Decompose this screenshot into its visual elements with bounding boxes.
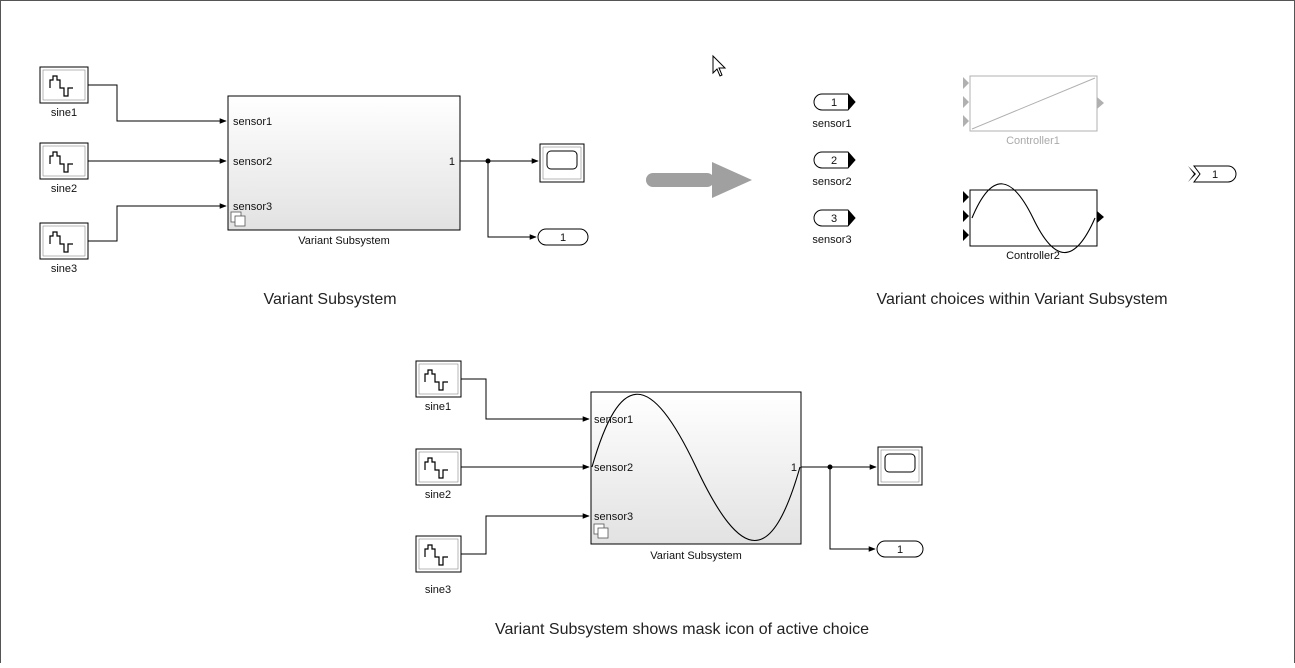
input-port-label: sensor3: [233, 201, 272, 213]
sine-block-3[interactable]: sine3: [39, 222, 89, 275]
controller1-label: Controller1: [1006, 135, 1060, 147]
top-right-model: 1 sensor1 2 sensor2 3 sensor3 Controller…: [812, 75, 1237, 308]
top-left-model: sine1 sine2 sine3 sensor1 sensor2 sensor…: [39, 66, 589, 308]
subsystem-name: Variant Subsystem: [650, 550, 742, 562]
scope-block[interactable]: [539, 143, 585, 183]
sine-label: sine1: [51, 107, 77, 119]
inport-label: sensor2: [812, 176, 851, 188]
sine-label: sine2: [425, 489, 451, 501]
inport-label: sensor1: [812, 118, 851, 130]
signal-line[interactable]: [88, 84, 227, 124]
signal-line[interactable]: [461, 513, 590, 555]
input-port-label: sensor1: [594, 414, 633, 426]
input-port-label: sensor2: [594, 462, 633, 474]
input-port-label: sensor3: [594, 511, 633, 523]
outport-number: 1: [897, 544, 903, 556]
inport-block[interactable]: 3 sensor3: [812, 209, 856, 246]
output-port-label: 1: [791, 462, 797, 474]
signal-line[interactable]: [829, 467, 876, 552]
sine-block-2[interactable]: sine2: [415, 448, 462, 501]
outport-block[interactable]: 1: [537, 228, 589, 246]
caption-top-left: Variant Subsystem: [263, 291, 396, 308]
variant-icon: [230, 211, 246, 227]
sine-label: sine3: [51, 263, 77, 275]
subsystem-name: Variant Subsystem: [298, 235, 390, 247]
mouse-cursor-icon: [712, 54, 727, 77]
transition-arrow: [646, 162, 752, 198]
inport-number: 3: [831, 213, 837, 225]
outport-number: 1: [1212, 169, 1218, 181]
inport-number: 2: [831, 155, 837, 167]
inport-block[interactable]: 2 sensor2: [812, 151, 856, 188]
input-port-label: sensor1: [233, 116, 272, 128]
outport-number: 1: [560, 232, 566, 244]
sine-mask-icon: [591, 393, 801, 542]
inport-number: 1: [831, 97, 837, 109]
variant-subsystem-block[interactable]: sensor1 sensor2 sensor3 1 Variant Subsys…: [590, 391, 802, 562]
controller2-block[interactable]: Controller2: [963, 183, 1104, 262]
outport-block[interactable]: 1: [1188, 165, 1237, 183]
sine-label: sine2: [51, 183, 77, 195]
controller1-block[interactable]: Controller1: [963, 75, 1104, 147]
sine-label: sine1: [425, 401, 451, 413]
inport-block[interactable]: 1 sensor1: [812, 93, 856, 130]
sine-block-2[interactable]: sine2: [39, 142, 89, 195]
output-port-label: 1: [449, 156, 455, 168]
sine-label: sine3: [425, 584, 451, 596]
bottom-model: sine1 sine2 sine3 sensor1 sensor2 sensor…: [415, 360, 924, 638]
variant-subsystem-block[interactable]: sensor1 sensor2 sensor3 1 Variant Subsys…: [227, 95, 461, 247]
caption-bottom: Variant Subsystem shows mask icon of act…: [495, 621, 869, 638]
signal-line[interactable]: [487, 161, 537, 240]
sine-block-3[interactable]: sine3: [415, 535, 462, 596]
signal-line[interactable]: [88, 203, 227, 242]
controller2-label: Controller2: [1006, 250, 1060, 262]
outport-block[interactable]: 1: [876, 540, 924, 558]
variant-icon: [593, 523, 609, 539]
sine-block-1[interactable]: sine1: [39, 66, 89, 119]
input-port-label: sensor2: [233, 156, 272, 168]
caption-top-right: Variant choices within Variant Subsystem: [876, 291, 1167, 308]
signal-line[interactable]: [461, 378, 590, 422]
sine-block-1[interactable]: sine1: [415, 360, 462, 413]
scope-block[interactable]: [877, 446, 923, 486]
inport-label: sensor3: [812, 234, 851, 246]
